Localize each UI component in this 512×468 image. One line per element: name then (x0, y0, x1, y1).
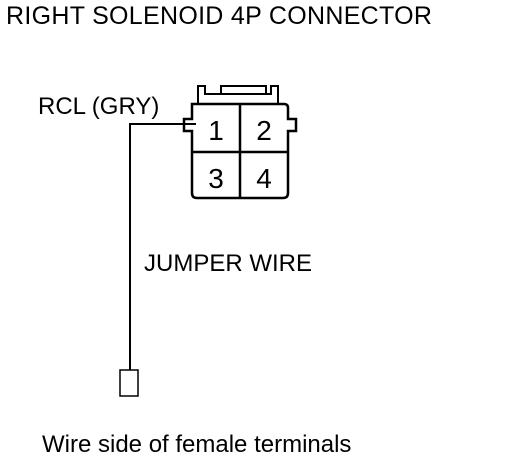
jumper-wire (129, 123, 196, 370)
pin-4-label: 4 (256, 163, 272, 194)
pin-2-label: 2 (256, 115, 272, 146)
diagram-caption: Wire side of female terminals (42, 431, 352, 458)
jumper-wire-label: JUMPER WIRE (144, 250, 312, 277)
connector-lock-tab (197, 85, 279, 104)
jumper-wire-terminal (119, 369, 139, 397)
wire-color-label: RCL (GRY) (38, 93, 160, 120)
pin-1-label: 1 (208, 115, 224, 146)
connector-housing (182, 102, 298, 200)
diagram-title: RIGHT SOLENOID 4P CONNECTOR (6, 2, 433, 30)
pin-3-label: 3 (208, 163, 224, 194)
